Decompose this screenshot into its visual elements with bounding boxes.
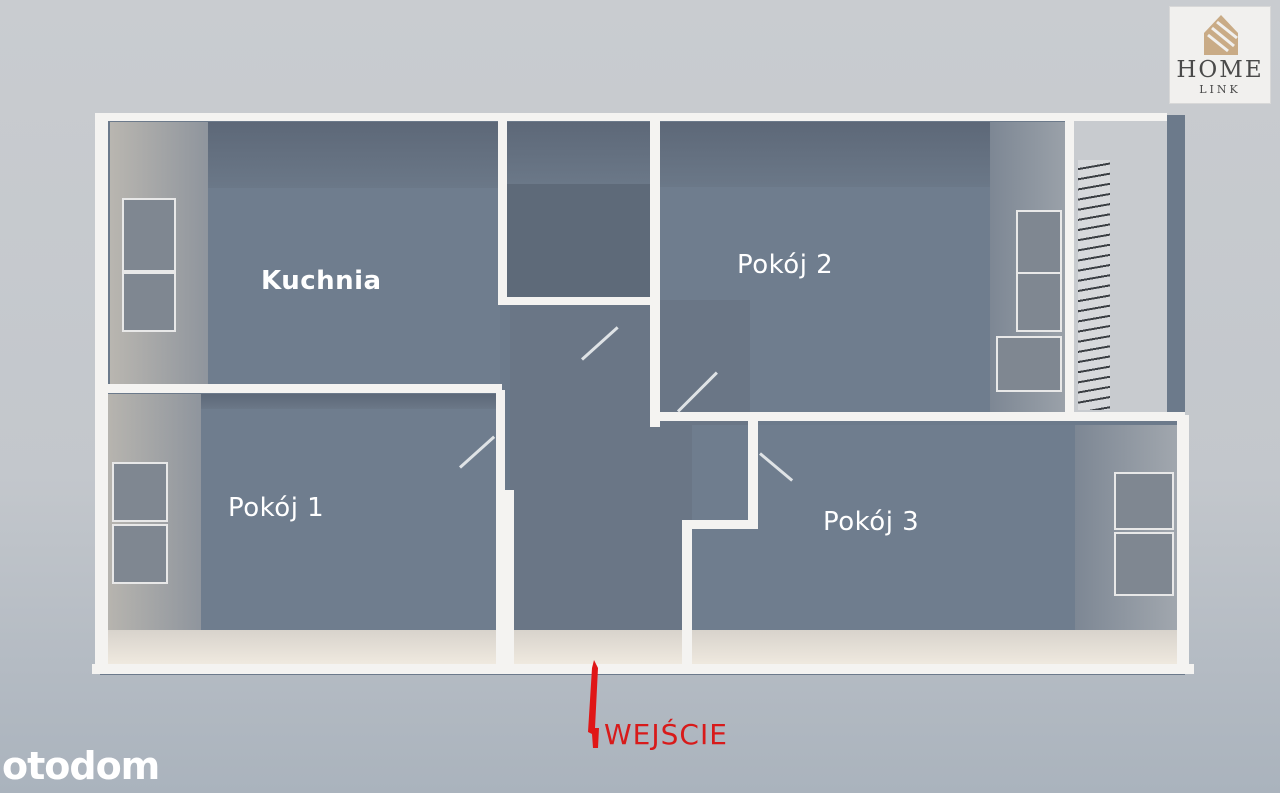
wall-outer-left [95,113,108,673]
house-logo-icon [1204,15,1238,55]
wall-room3-left [682,520,692,666]
wall-room3-notch-v [748,418,758,526]
room-label-room2: Pokój 2 [737,250,834,280]
room-label-room3: Pokój 3 [823,507,920,537]
logo-text-home: HOME [1176,57,1264,83]
kitchen-window [122,198,176,272]
home-link-logo: HOME LINK [1169,6,1271,104]
wall-kitchen-room1 [100,384,502,393]
room1-window [112,524,168,584]
entrance-label: WEJŚCIE [604,718,728,751]
hallway-entry-light [512,630,682,664]
room1-top-wall-shade [103,394,496,409]
wall-outer-bottom [92,664,1194,674]
room-label-room1: Pokój 1 [228,493,325,523]
room2-window [1016,272,1062,332]
staircase [1078,160,1110,410]
wall-closet-bottom [498,297,658,305]
room2-window [1016,210,1062,274]
arrow-up-icon [588,660,599,748]
room2-radiator [996,336,1062,392]
room3-window [1114,472,1174,530]
wall-closet-room2 [650,117,660,427]
room-label-kitchen: Kuchnia [261,266,382,296]
otodom-watermark: otodom [2,744,160,788]
logo-text-link: LINK [1199,83,1241,96]
wall-room2-room3 [660,412,1185,421]
wall-outer-top [105,113,1167,121]
wall-hall-left [500,490,514,664]
wall-room2-stairs [1065,117,1074,417]
room3-bottom-wall-light [692,630,1177,665]
wall-kitchen-closet [498,117,507,303]
room1-window [112,462,168,522]
wall-room3-notch-h [682,520,758,529]
wall-outer-right [1177,415,1189,673]
room1-bottom-wall-light [103,630,496,664]
kitchen-window [122,272,176,332]
room3-window [1114,532,1174,596]
closet-top-shade [507,122,650,184]
